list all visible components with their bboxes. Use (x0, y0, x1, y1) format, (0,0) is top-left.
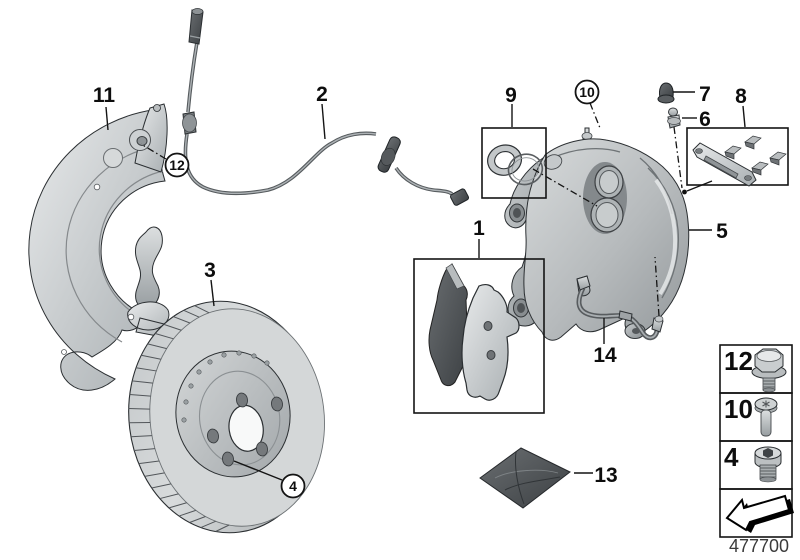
hub-bolt-holes (207, 392, 283, 467)
brake-caliper (504, 127, 690, 341)
grease-packet (479, 447, 571, 509)
callout-14[interactable]: 14 (593, 344, 617, 367)
dust-shield-small-hole (61, 349, 67, 355)
brake-pad-top-edge (445, 263, 465, 290)
piston-seal-kit (481, 127, 547, 199)
bleeder-valve-tip (668, 107, 678, 117)
brake-hose (576, 275, 664, 341)
bleeder-cap-brim (657, 94, 675, 104)
direction-of-travel-arrow-icon (725, 494, 794, 533)
callout-7[interactable]: 7 (699, 83, 711, 106)
caliper-body (523, 138, 690, 341)
sensor-wire-outline (183, 41, 454, 196)
hose-ferrule (618, 310, 633, 322)
spring-kit-leader-dot (682, 189, 687, 195)
callout-4-circled[interactable]: 4 (280, 473, 306, 499)
callout-6[interactable]: 6 (699, 108, 711, 131)
rail-end-hole (744, 175, 752, 181)
sensor-plug-connector (188, 9, 204, 45)
sensor-wire-core (184, 41, 453, 195)
torx-pan-head-screw-icon (754, 397, 778, 437)
callout-12-circled[interactable]: 12 (164, 152, 190, 178)
leader-lines (105, 91, 746, 481)
callout-1[interactable]: 1 (473, 217, 485, 240)
brake-pad-backing-plate (461, 284, 520, 401)
brake-disc (128, 300, 325, 534)
callout-13[interactable]: 13 (594, 464, 617, 487)
seal-kit-box (481, 127, 547, 199)
hose-top-fitting (576, 275, 591, 291)
callout-11[interactable]: 11 (93, 84, 116, 107)
dust-shield-small-hole (93, 183, 101, 191)
dust-shield-small-hole (127, 313, 135, 321)
callout-2[interactable]: 2 (316, 83, 328, 106)
legend-label-4: 4 (724, 442, 739, 472)
bleeder-cap (657, 82, 675, 104)
caliper-piston-face (599, 170, 619, 194)
dust-shield-hole (136, 136, 148, 146)
legend-label-10: 10 (724, 394, 753, 424)
callout-12-label: 12 (169, 157, 185, 173)
pad-rivet-hole (486, 350, 496, 360)
hose-fitting-tip (654, 315, 664, 323)
sensor-body (377, 136, 401, 173)
dust-shield-tongue (135, 226, 163, 309)
spring-kit-box (686, 127, 789, 186)
legend-panel: 12 10 4 (719, 344, 794, 538)
bleeder-valve-hex (667, 117, 681, 125)
callout-10-circled[interactable]: 10 (574, 79, 600, 105)
caliper-piston-face (595, 202, 619, 228)
wear-sensor-cable (182, 8, 470, 206)
retaining-spring-kit (682, 127, 789, 195)
legend-label-12: 12 (724, 346, 753, 376)
pad-clips (724, 135, 787, 176)
dust-shield (28, 103, 176, 391)
grease-packet-pouch (479, 447, 571, 509)
retaining-rail-slot (703, 155, 739, 179)
grease-packet-wrinkles (504, 451, 561, 505)
pad-rivet-hole (483, 321, 493, 331)
dust-boot-inner (511, 157, 540, 182)
diagram-number: 477700 (729, 536, 789, 556)
sensor-plug-tip (191, 8, 204, 15)
callout-5[interactable]: 5 (716, 220, 728, 243)
caliper-highlight (654, 178, 678, 296)
bleeder-valve (667, 107, 681, 129)
grease-packet-crease (494, 469, 559, 479)
caliper-pin-boss (543, 154, 563, 170)
callout-3[interactable]: 3 (204, 259, 216, 282)
rail-end-hole (695, 148, 703, 154)
brake-pads-box (413, 258, 545, 414)
callout-4-label: 4 (289, 478, 297, 494)
brake-pads-kit (413, 258, 545, 414)
callout-10-label: 10 (579, 84, 595, 100)
hex-flange-bolt-icon (751, 348, 787, 393)
legend-direction-cell (719, 488, 794, 538)
callout-8[interactable]: 8 (735, 85, 747, 108)
dust-shield-end-face (134, 103, 168, 173)
disc-vent-slots (128, 305, 230, 532)
hub-crease (198, 370, 281, 466)
hex-socket-plug-icon (754, 446, 782, 483)
retaining-rail (692, 142, 757, 187)
spring-kit-leader (686, 180, 713, 192)
dust-shield-tab (153, 104, 161, 112)
carrier-bolt-bore (513, 208, 521, 218)
dust-shield-dome (103, 148, 123, 168)
sensor-plug-band (189, 35, 201, 39)
carrier-bolt-bore (517, 303, 525, 313)
sensor-end-connector (450, 188, 470, 206)
brake-pad-friction (428, 263, 469, 387)
hub-small-holes (181, 350, 270, 423)
legend-item-4[interactable]: 4 (719, 440, 793, 490)
callout-9[interactable]: 9 (505, 84, 517, 107)
legend-item-12[interactable]: 12 (719, 344, 793, 394)
sensor-grommet-bulge (182, 113, 197, 133)
legend-item-10[interactable]: 10 (719, 392, 793, 442)
dust-boot-ring (507, 153, 544, 186)
